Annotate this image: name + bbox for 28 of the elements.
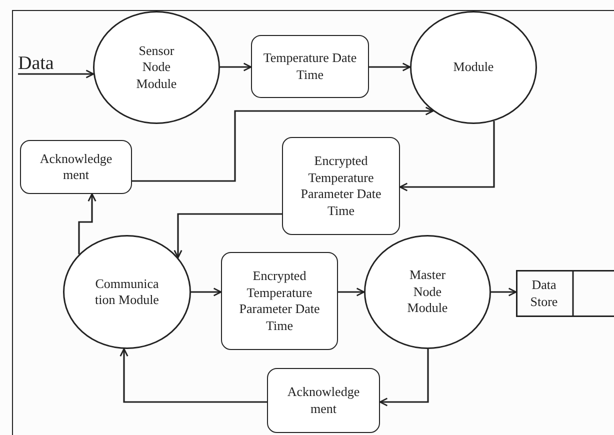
- node-text: Communica tion Module: [94, 276, 160, 308]
- data-box: [282, 137, 400, 235]
- node-text: Data Store: [529, 277, 559, 310]
- arrow: [18, 70, 94, 78]
- arrow: [399, 120, 495, 192]
- node-text: Temperature Date Time: [262, 50, 358, 83]
- arrow: [78, 193, 96, 254]
- arrow: [491, 288, 517, 296]
- arrow: [120, 348, 267, 403]
- data-box: [267, 368, 380, 433]
- data-box: [221, 252, 338, 350]
- arrow: [379, 349, 429, 406]
- node-text: Master Node Module: [406, 267, 449, 317]
- node-text: Acknowledge ment: [38, 150, 114, 184]
- data-box: [251, 35, 369, 98]
- arrow: [174, 213, 282, 258]
- arrow: [132, 106, 434, 182]
- arrow: [338, 288, 365, 296]
- node-text: Sensor Node Module: [135, 42, 178, 92]
- node-text: Acknowledge ment: [286, 384, 361, 417]
- data-box: [20, 140, 132, 194]
- node-text: Encrypted Temperature Parameter Date Time: [238, 268, 321, 334]
- node-text: Encrypted Temperature Parameter Date Time: [300, 153, 382, 219]
- arrow: [369, 62, 411, 72]
- arrow: [191, 288, 222, 296]
- arrow: [220, 62, 252, 72]
- node-text: Module: [452, 59, 495, 76]
- input-label: Data: [18, 54, 55, 74]
